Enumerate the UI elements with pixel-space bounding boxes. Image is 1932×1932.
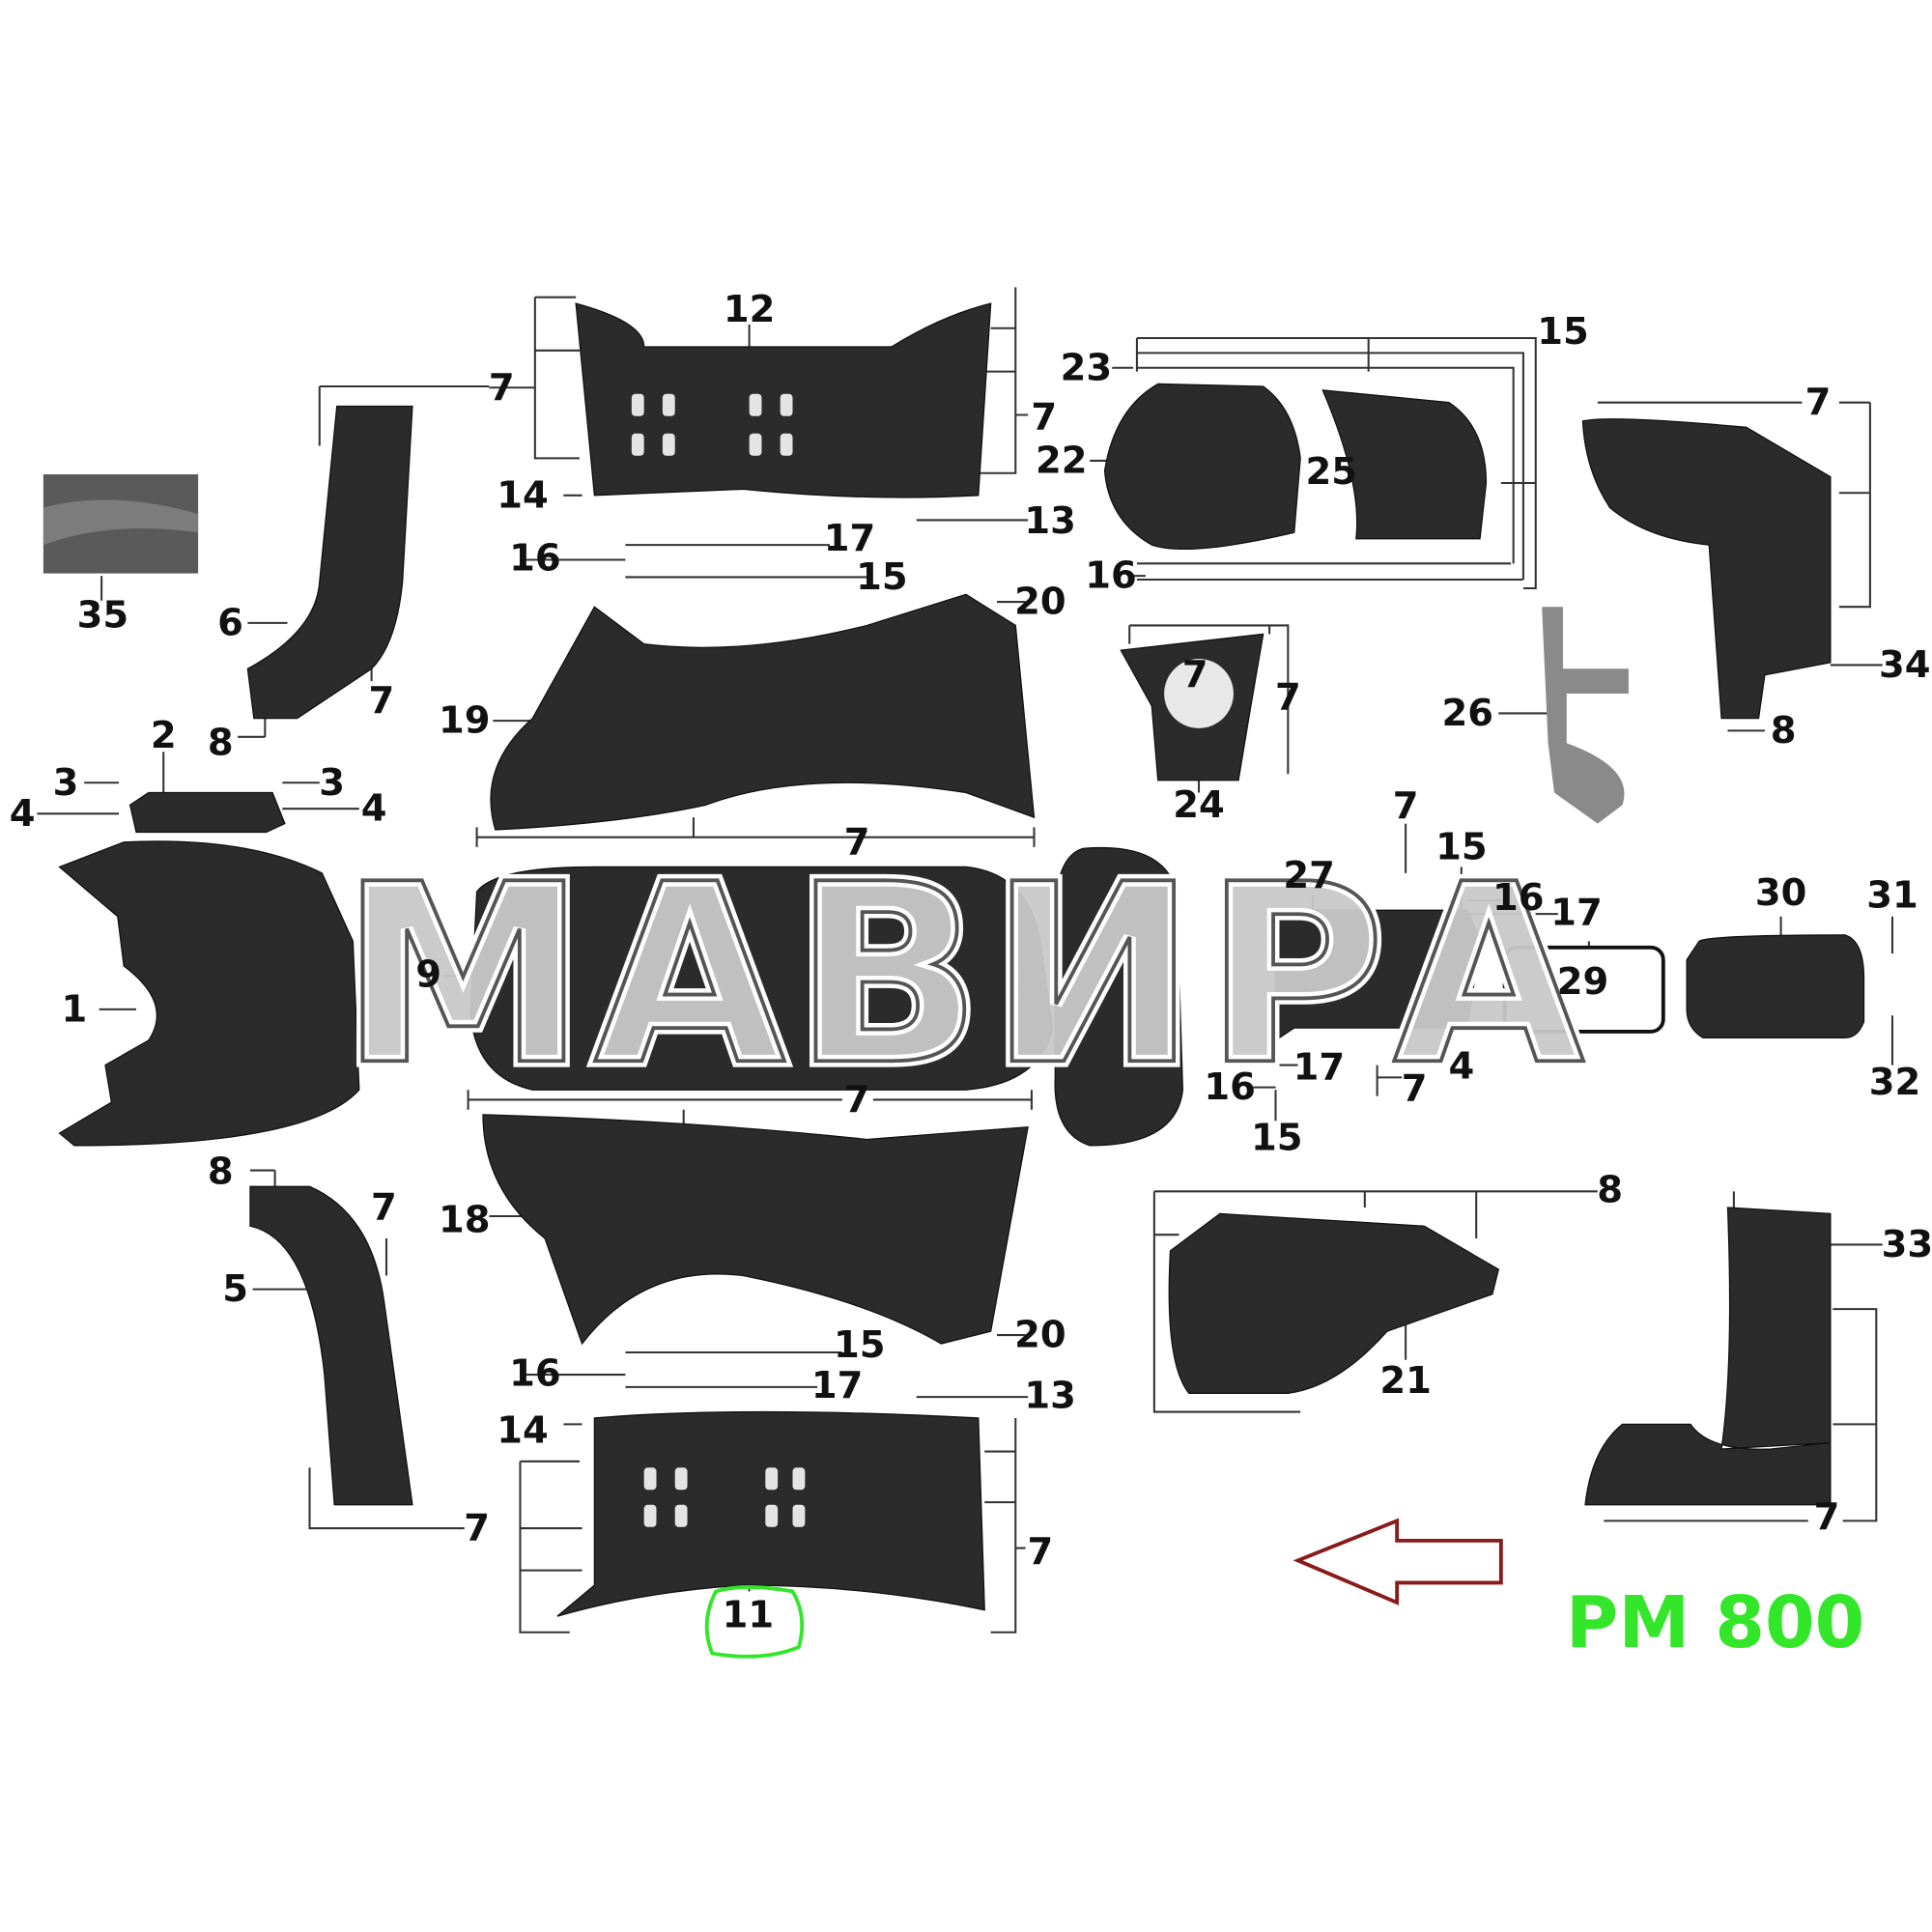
callout: 7	[844, 1078, 870, 1122]
callout: 8	[1771, 709, 1797, 753]
callout: 15	[1537, 310, 1589, 354]
callout: 3	[319, 761, 345, 805]
callout: 32	[1869, 1061, 1921, 1104]
callout: 1	[62, 987, 88, 1031]
callout: 15	[1435, 825, 1488, 868]
part-2-bracket	[128, 791, 286, 834]
callout: 15	[1251, 1117, 1303, 1160]
callout: 33	[1882, 1223, 1932, 1266]
part-1-front-fender	[58, 840, 360, 1147]
part-19-rear-left-panel	[490, 593, 1036, 831]
callout-labels: 12 7 7 14 13 16 17 15 35 6 7 8 2 3 3 4 4…	[10, 288, 1932, 1636]
part-6-rear-left-mudguard	[246, 405, 413, 720]
callout: 26	[1441, 692, 1493, 735]
model-label: PM 800	[1566, 1580, 1865, 1664]
callout: 7	[1393, 784, 1419, 828]
callout: 13	[1024, 1374, 1076, 1417]
part-21-right-side-cover	[1168, 1212, 1500, 1394]
callout: 18	[439, 1198, 491, 1241]
callout: 16	[1204, 1065, 1256, 1109]
watermark: МАВИРА МАВИРА	[334, 826, 1592, 1126]
callout: 2	[151, 714, 177, 757]
part-29-battery	[1502, 945, 1665, 1034]
callout: 12	[724, 288, 776, 331]
callout: 9	[415, 952, 441, 996]
callout: 16	[1492, 876, 1545, 920]
callout: 7	[489, 366, 515, 410]
callout: 17	[811, 1364, 864, 1407]
callout: 7	[464, 1507, 490, 1550]
callout: 7	[844, 820, 870, 864]
callout: 15	[834, 1323, 886, 1367]
part-28-tire	[1054, 846, 1184, 1147]
callout: 16	[509, 537, 561, 581]
svg-text:МАВИРА: МАВИРА	[340, 832, 1592, 1120]
callout: 14	[497, 1408, 549, 1452]
callout: 13	[1024, 499, 1076, 543]
callout: 7	[1182, 653, 1208, 696]
callout: 15	[856, 555, 908, 599]
callout: 30	[1755, 871, 1807, 915]
callout: 7	[368, 679, 394, 723]
callout: 29	[1557, 960, 1609, 1004]
callout: 35	[77, 594, 129, 638]
callout: 7	[1814, 1495, 1840, 1539]
callout: 16	[509, 1351, 561, 1395]
callout: 4	[10, 792, 36, 836]
part-26-bracket	[1542, 607, 1629, 824]
part-5-front-left-mudguard	[249, 1185, 413, 1506]
part-27-battery-box	[1274, 909, 1481, 1042]
callout: 27	[1283, 854, 1335, 897]
callout: 6	[217, 601, 243, 644]
callout: 8	[208, 1150, 234, 1193]
callout: 7	[1031, 396, 1057, 440]
callout: 3	[53, 761, 79, 805]
callout: 4	[361, 787, 387, 831]
callout: 23	[1061, 346, 1113, 389]
callout: 20	[1014, 581, 1066, 624]
svg-text:МАВИРА: МАВИРА	[340, 832, 1592, 1120]
highlight-circle	[704, 1585, 805, 1659]
callout: 7	[1402, 1066, 1428, 1110]
callout: 20	[1014, 1314, 1066, 1357]
callout: 17	[824, 517, 876, 560]
callout: 17	[1550, 891, 1603, 934]
callout: 25	[1305, 450, 1357, 494]
callout: 22	[1036, 439, 1088, 482]
part-34-rear-right-fender	[1581, 418, 1832, 720]
part-25-cover	[1321, 389, 1488, 540]
callout: 5	[222, 1267, 248, 1311]
part-12-rear-footrest	[575, 302, 992, 498]
callout: 19	[439, 699, 491, 743]
part-11-front-footrest	[556, 1410, 985, 1617]
callout: 7	[1028, 1530, 1054, 1574]
callout: 14	[497, 473, 549, 517]
callout: 4	[1448, 1044, 1474, 1088]
callout: 8	[208, 722, 234, 765]
callout: 8	[1597, 1169, 1623, 1212]
part-33-front-right-fender	[1584, 1207, 1832, 1506]
callout-highlighted: 11	[723, 1593, 775, 1636]
leader-lines	[37, 287, 1893, 1634]
part-22-left-side-cover	[1103, 383, 1301, 550]
callout: 24	[1173, 783, 1225, 827]
part-18-front-left-panel	[482, 1114, 1029, 1346]
callout: 31	[1866, 873, 1918, 917]
part-30-cover	[1686, 934, 1865, 1038]
callout: 7	[1805, 381, 1832, 424]
part-35-decal	[43, 474, 199, 574]
callout: 34	[1879, 643, 1931, 687]
callout: 7	[1275, 675, 1301, 719]
front-direction-arrow-icon	[1293, 1518, 1503, 1605]
part-9-seat	[469, 866, 1054, 1091]
callout: 7	[371, 1185, 397, 1229]
callout: 16	[1085, 554, 1137, 598]
callout: 21	[1379, 1359, 1432, 1403]
callout: 17	[1293, 1046, 1346, 1090]
